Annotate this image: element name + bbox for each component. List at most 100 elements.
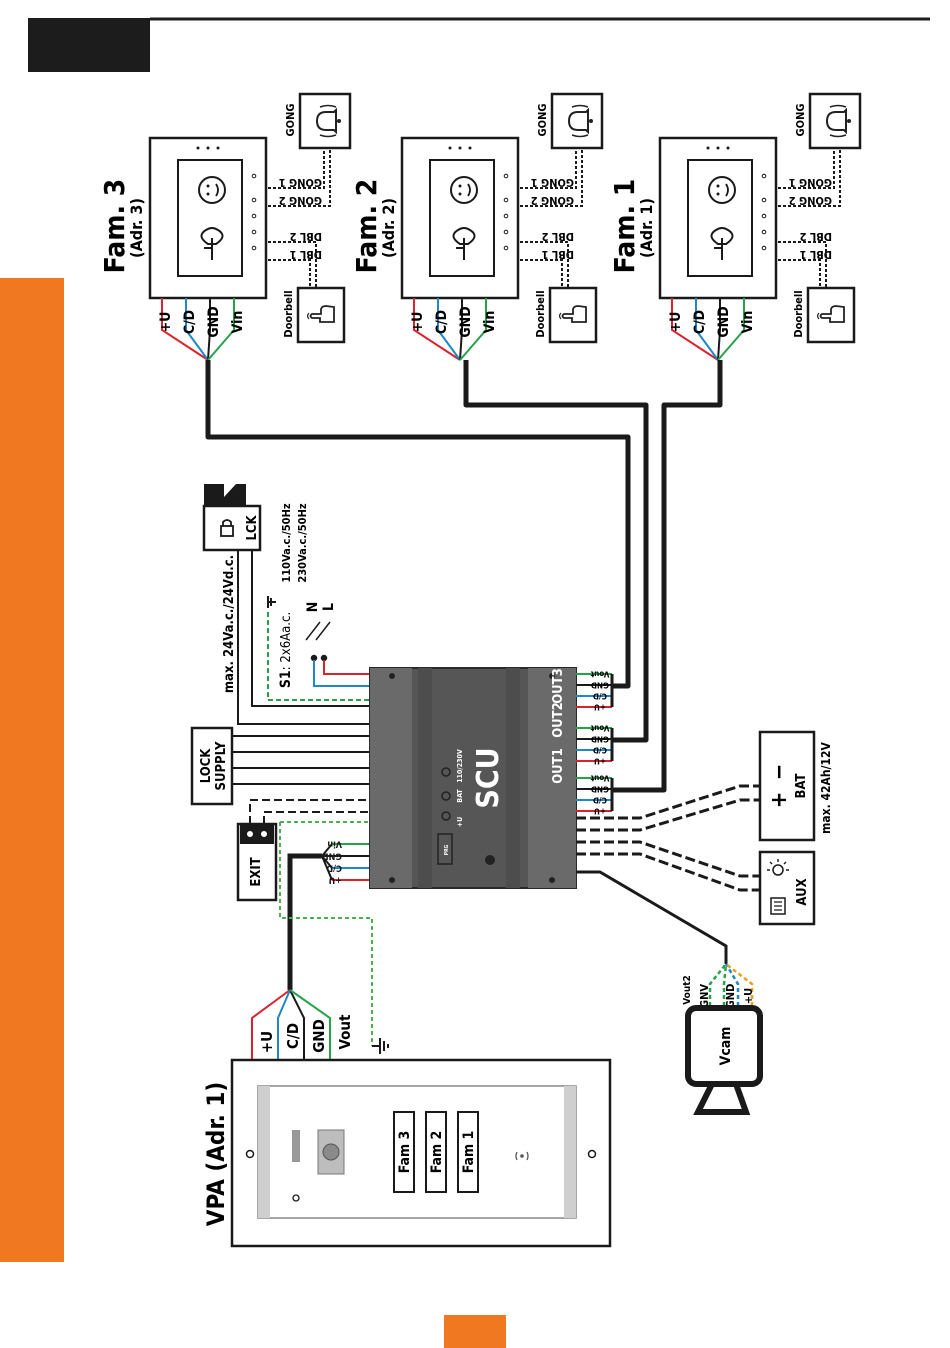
- doorbell-label: Doorbell: [282, 290, 295, 337]
- vpa-call-button-label: Fam 2: [429, 1131, 445, 1174]
- lock-supply-wires: [232, 550, 370, 785]
- tree-icon: [200, 227, 224, 260]
- lock-device: LCK max. 24Va.c./24Vd.c.: [202, 484, 262, 693]
- vpa-call-button-2[interactable]: Fam 2: [425, 1111, 447, 1193]
- lock-label: LCK: [245, 515, 260, 541]
- monitor-term-vin: Vin: [740, 311, 756, 334]
- monitor-group: Fam. 3(Adr. 3) +U C/D GND Vin GONG 1 GONG 2 DBL…: [98, 92, 862, 361]
- monitor-port-dbl2: DBL 2: [799, 230, 832, 243]
- monitor-trunk-cables: [205, 360, 723, 793]
- mains-switch-label: S1: [278, 670, 294, 688]
- buzzer-icon: [770, 897, 786, 915]
- mains-voltage-230: 230Va.c./50Hz: [296, 503, 309, 582]
- monitor-address: (Adr. 1): [637, 198, 656, 258]
- vpa-wires: +U C/D GND Vout: [251, 989, 389, 1060]
- ground-icon: [372, 1038, 389, 1054]
- svg-text:S1: 2x6Aa.c.: S1: 2x6Aa.c.: [278, 612, 294, 688]
- lightbulb-icon: [767, 859, 789, 876]
- monitor-term-cd: C/D: [434, 310, 450, 334]
- battery-minus: −: [767, 764, 792, 781]
- exit-label: EXIT: [249, 857, 264, 886]
- smiley-icon: [198, 176, 226, 204]
- battery-rating: max. 42Ah/12V: [819, 741, 833, 833]
- tree-icon: [452, 227, 476, 260]
- mains-supply: S1: 2x6Aa.c. 110Va.c./50Hz 230Va.c./50Hz…: [267, 503, 370, 701]
- monitor-term-u: +U: [668, 312, 684, 333]
- battery-plus: +: [767, 792, 792, 809]
- scu-out2-term: C/D: [593, 746, 607, 755]
- vpa-call-button-1[interactable]: Fam 1: [457, 1111, 479, 1193]
- monitor-port-gong2: GONG 2: [789, 194, 832, 207]
- scu-out3-term: Vout: [590, 670, 609, 679]
- scu-label: SCU: [471, 747, 506, 808]
- vcam-term-gnd: GND: [724, 984, 737, 1009]
- scu-led-bat: BAT: [456, 789, 464, 803]
- scu-in-term-gnd: GND: [322, 851, 342, 861]
- scu-in-term-vin: Vin: [327, 839, 342, 849]
- lock-supply-line1: LOCK: [199, 748, 214, 784]
- scu-in-term-u: +U: [329, 875, 342, 885]
- scu-out1-term: +U: [594, 807, 606, 816]
- battery-aux-cables: [576, 784, 760, 892]
- vpa-title: VPA (Adr. 1): [202, 1082, 230, 1226]
- monitor-port-gong1: GONG 1: [789, 176, 832, 189]
- ground-wire: [279, 821, 373, 1046]
- vcam-term-u: +U: [742, 988, 755, 1004]
- monitor-title: Fam. 3: [98, 179, 131, 274]
- monitor-term-cd: C/D: [692, 310, 708, 334]
- scu-prg-label: PRG: [444, 844, 450, 855]
- monitor-port-gong1: GONG 1: [531, 176, 574, 189]
- monitor-port-gong2: GONG 2: [531, 194, 574, 207]
- monitor-port-dbl2: DBL 2: [541, 230, 574, 243]
- vpa-trunk-cable: [287, 853, 322, 990]
- vpa-call-button-label: Fam 3: [397, 1131, 413, 1174]
- gong-label: GONG: [284, 104, 297, 137]
- monitor-port-dbl1: DBL 1: [541, 248, 574, 261]
- mains-voltage-110: 110Va.c./50Hz: [280, 503, 293, 582]
- gong-label: GONG: [536, 104, 549, 137]
- vcam-cable: [576, 870, 728, 964]
- vpa-panel: VPA (Adr. 1): [202, 1058, 612, 1248]
- monitor-port-dbl1: DBL 1: [799, 248, 832, 261]
- scu-unit: +U BAT 110/230V PRG SCU OUT1 OUT2 OUT3: [369, 667, 577, 889]
- scu-out1-term: C/D: [593, 796, 607, 805]
- vcam-device: Vout2 GNV GND +U Vcam: [682, 963, 763, 1115]
- vcam-term-gnv: GNV: [698, 984, 711, 1008]
- lock-supply-line2: SUPPLY: [214, 741, 229, 790]
- vpa-term-cd: C/D: [284, 1023, 302, 1049]
- vpa-call-button-3[interactable]: Fam 3: [393, 1111, 415, 1193]
- scu-input-wires: [321, 843, 370, 881]
- scu-out3-label: OUT3: [551, 668, 566, 704]
- aux-device: AUX: [758, 850, 816, 926]
- monitor-term-vin: Vin: [482, 311, 498, 334]
- monitor-term-gnd: GND: [206, 306, 222, 337]
- smiley-icon: [450, 176, 478, 204]
- monitor-term-vin: Vin: [230, 311, 246, 334]
- scu-out1-term: GND: [591, 785, 609, 794]
- rfid-icon: [515, 1151, 529, 1161]
- scu-out2-term: +U: [594, 757, 606, 766]
- scu-out3-term: +U: [594, 703, 606, 712]
- scu-screw-icon: [485, 855, 495, 865]
- mains-switch-rating: : 2x6Aa.c.: [279, 612, 294, 670]
- scu-out1-label: OUT1: [551, 748, 566, 784]
- padlock-icon: [220, 519, 234, 537]
- monitor-title: Fam. 1: [608, 179, 641, 274]
- vcam-label: Vcam: [718, 1027, 734, 1066]
- tree-icon: [710, 227, 734, 260]
- monitor-title: Fam. 2: [350, 179, 383, 274]
- monitor-address: (Adr. 3): [127, 198, 146, 258]
- lock-voltage-label: max. 24Va.c./24Vd.c.: [222, 555, 237, 693]
- scu-in-term-cd: C/D: [326, 863, 342, 873]
- battery-device: + − BAT max. 42Ah/12V: [758, 730, 833, 842]
- monitor-term-u: +U: [410, 312, 426, 333]
- aux-label: AUX: [795, 878, 810, 905]
- vpa-term-u: +U: [258, 1031, 276, 1053]
- monitor-port-gong1: GONG 1: [279, 176, 322, 189]
- scu-led-u: +U: [456, 817, 464, 827]
- camera-lens-icon: [322, 1143, 340, 1161]
- mains-switch-icon: [305, 621, 331, 662]
